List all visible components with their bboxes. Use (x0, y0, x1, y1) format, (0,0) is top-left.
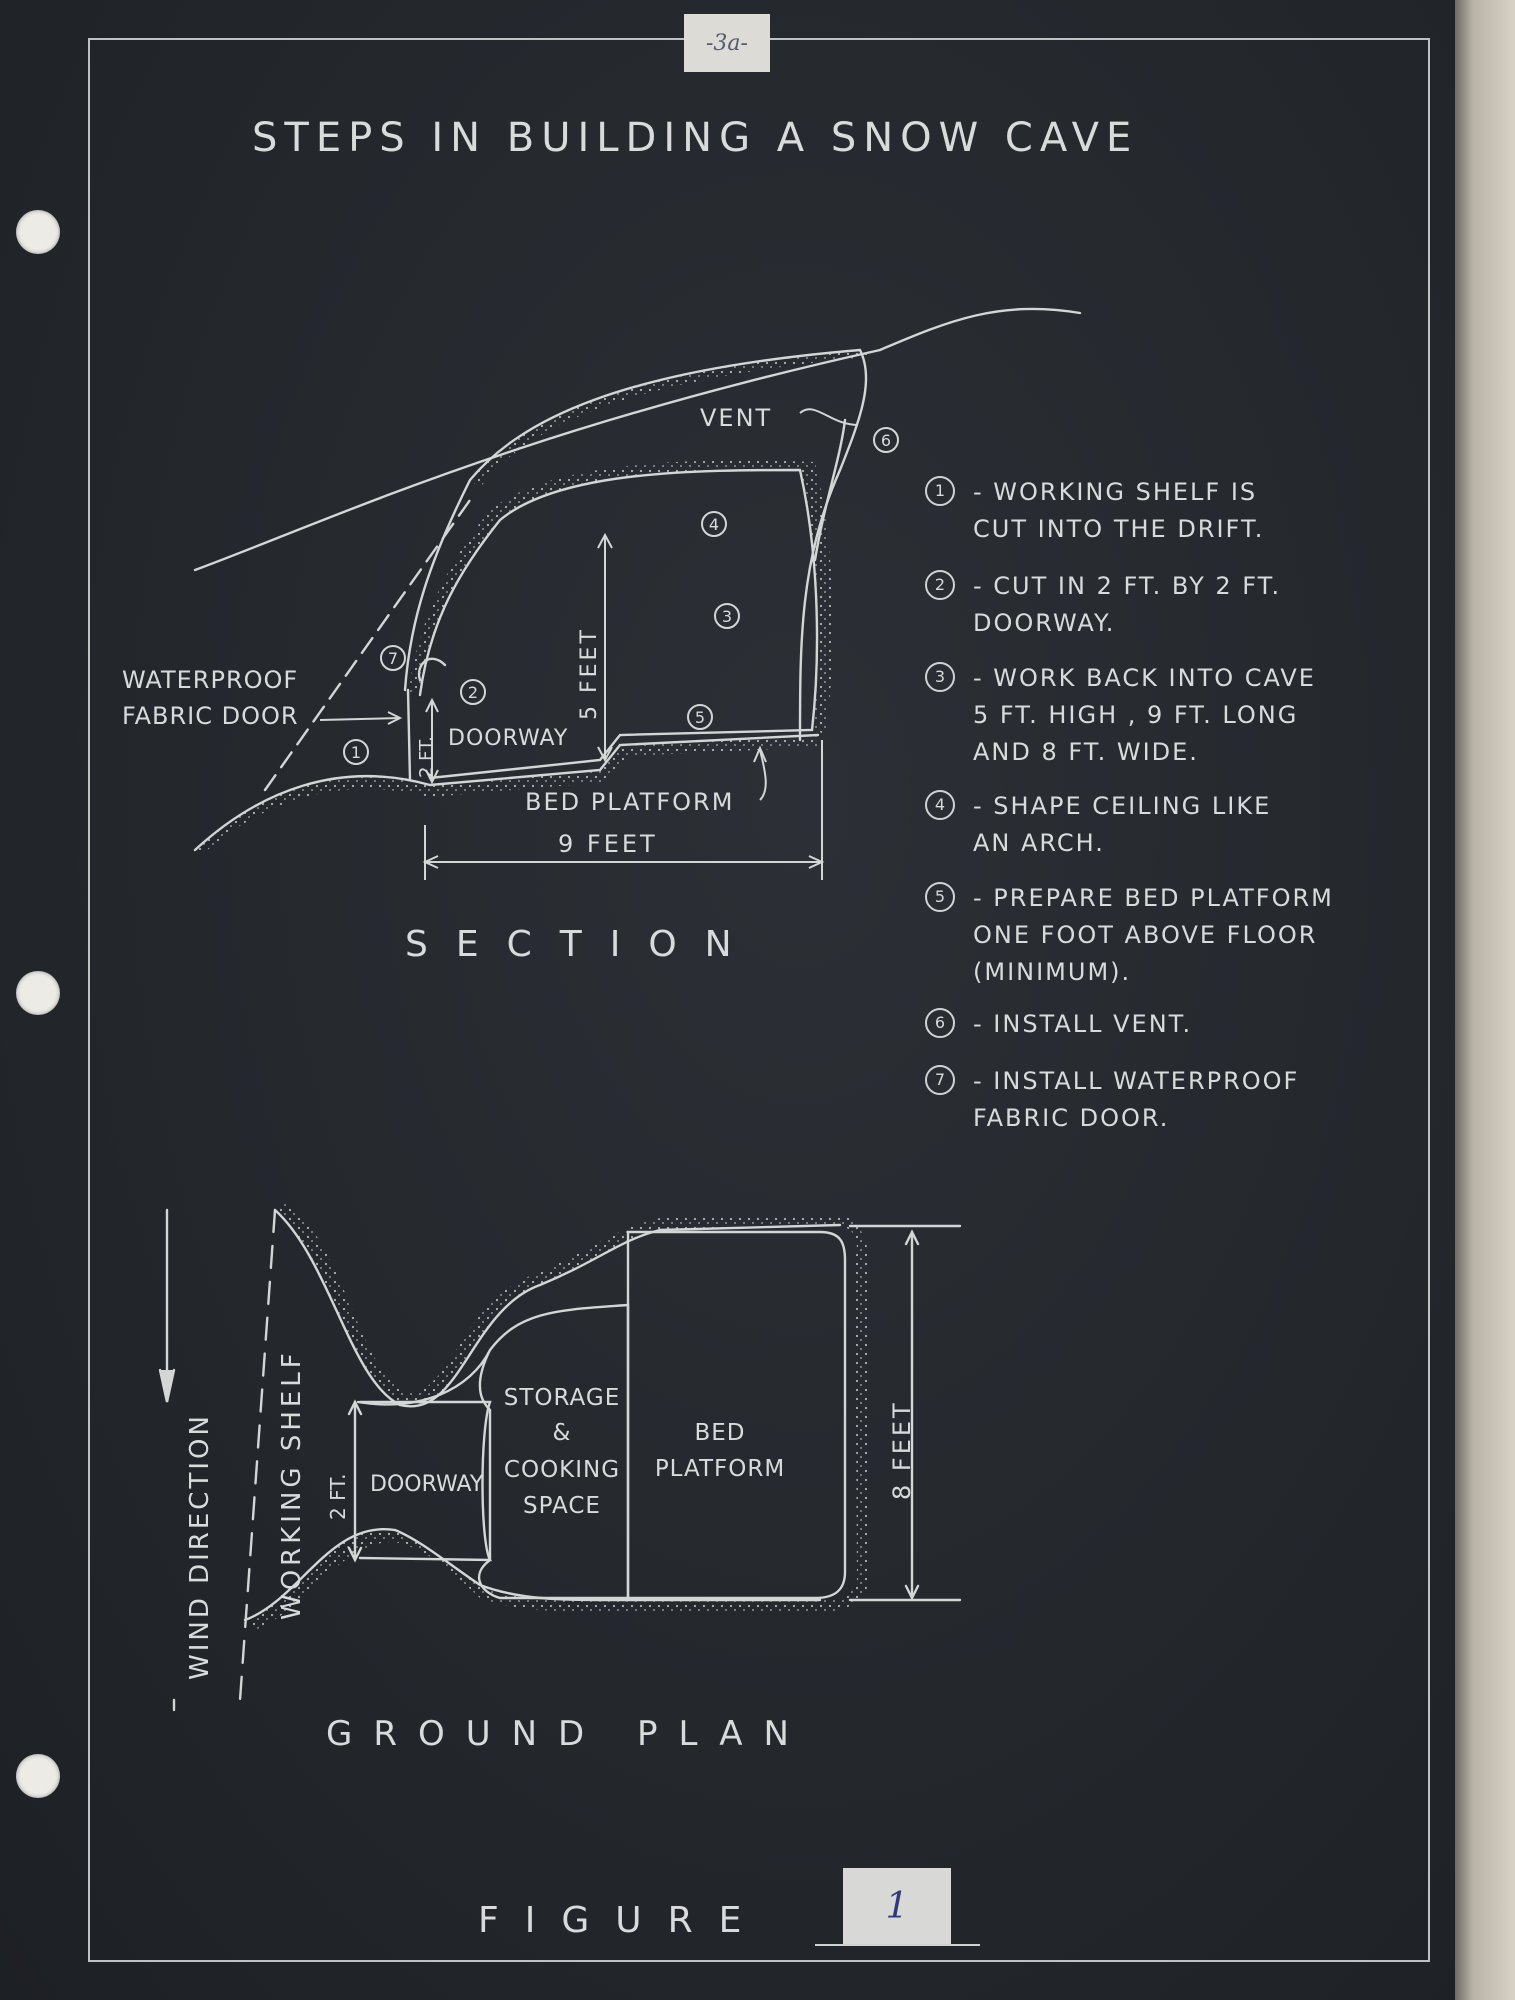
blackboard-sheet (0, 0, 1455, 2000)
doorway-plan-label: DOORWAY (370, 1472, 484, 1497)
five-feet-label: 5 FEET (577, 627, 602, 720)
ground-plan-diagram: WIND DIRECTION WORKING SHELF 2 FT. DOORW… (158, 1202, 962, 1712)
svg-text:2: 2 (468, 683, 478, 702)
marker-4 (701, 511, 727, 537)
step-item: 2 - CUT IN 2 FT. BY 2 FT. DOORWAY. (925, 568, 1405, 648)
marker-5 (687, 704, 713, 730)
step-number: 1 (925, 476, 955, 506)
step-text: - INSTALL VENT. (973, 1010, 1193, 1038)
nine-feet-label: 9 FEET (558, 830, 658, 858)
marker-6 (873, 427, 899, 453)
svg-text:&: & (553, 1420, 572, 1446)
step-number: 4 (925, 790, 955, 820)
svg-text:1: 1 (351, 743, 361, 762)
storage-label: STORAGE (504, 1385, 621, 1411)
step-text: - CUT IN 2 FT. BY 2 FT. DOORWAY. (973, 572, 1282, 637)
step-text: - WORK BACK INTO CAVE 5 FT. HIGH , 9 FT.… (973, 664, 1316, 766)
punch-hole-bottom (16, 1754, 60, 1798)
svg-text:4: 4 (709, 515, 719, 534)
step-number: 6 (925, 1008, 955, 1038)
section-diagram: 1 2 3 4 5 6 7 VENT DOORWAY BED PLATFORM … (193, 307, 1082, 880)
punch-hole-top (16, 210, 60, 254)
eight-feet-label: 8 FEET (888, 1400, 916, 1500)
page-tag: -3a- (684, 14, 770, 72)
step-text: - WORKING SHELF IS CUT INTO THE DRIFT. (973, 478, 1265, 543)
bed-platform-label: BED PLATFORM (525, 788, 734, 816)
marker-1 (343, 739, 369, 765)
figure-underline (815, 1944, 980, 1946)
paper-edge (1455, 0, 1515, 2000)
step-item: 3 - WORK BACK INTO CAVE 5 FT. HIGH , 9 F… (925, 660, 1405, 775)
step-number: 2 (925, 570, 955, 600)
plan-outer-wall-top (273, 1208, 842, 1408)
step-item: 6 - INSTALL VENT. (925, 1006, 1405, 1046)
svg-text:5: 5 (695, 708, 705, 727)
waterproof-door-label: WATERPROOF FABRIC DOOR (122, 666, 299, 730)
figure-number: 1 (843, 1868, 951, 1944)
step-item: 1 - WORKING SHELF IS CUT INTO THE DRIFT. (925, 474, 1405, 554)
vent-label: VENT (700, 404, 772, 432)
marker-2 (460, 679, 486, 705)
step-text: - INSTALL WATERPROOF FABRIC DOOR. (973, 1067, 1300, 1132)
svg-text:6: 6 (881, 431, 891, 450)
svg-text:3: 3 (722, 607, 732, 626)
two-ft-plan-label: 2 FT. (326, 1474, 350, 1520)
marker-3 (714, 603, 740, 629)
diagram-title: STEPS IN BUILDING A SNOW CAVE (252, 115, 1139, 161)
svg-text:PLATFORM: PLATFORM (655, 1456, 785, 1482)
working-shelf-edge (238, 1208, 277, 1702)
step-number: 3 (925, 662, 955, 692)
storage-room-outline (356, 1303, 630, 1600)
svg-text:7: 7 (388, 649, 398, 668)
two-ft-label: 2 FT. (416, 736, 437, 778)
step-text: - SHAPE CEILING LIKE AN ARCH. (973, 792, 1272, 857)
doorway-label: DOORWAY (448, 726, 568, 751)
step-item: 4 - SHAPE CEILING LIKE AN ARCH. (925, 788, 1405, 868)
step-number: 5 (925, 882, 955, 912)
punch-hole-middle (16, 971, 60, 1015)
figure-label: FIGURE (478, 1900, 768, 1941)
doorway-passage (358, 1400, 492, 1562)
section-caption: SECTION (405, 924, 760, 965)
drift-surface-left (193, 348, 882, 572)
step-number: 7 (925, 1065, 955, 1095)
wind-direction-label: WIND DIRECTION (185, 1413, 215, 1680)
cave-inner-wall (418, 468, 819, 780)
fabric-door (406, 688, 412, 782)
bed-platform-leader (759, 749, 767, 801)
working-shelf-label: WORKING SHELF (277, 1349, 307, 1620)
bed-platform-outline (626, 1230, 847, 1600)
svg-text:SPACE: SPACE (523, 1493, 601, 1519)
step-item: 5 - PREPARE BED PLATFORM ONE FOOT ABOVE … (925, 880, 1405, 995)
step-item: 7 - INSTALL WATERPROOF FABRIC DOOR. (925, 1063, 1405, 1143)
step-text: - PREPARE BED PLATFORM ONE FOOT ABOVE FL… (973, 884, 1334, 986)
bed-platform-plan-label: BED (694, 1420, 745, 1446)
svg-text:COOKING: COOKING (504, 1457, 620, 1483)
drift-surface-right (878, 307, 1082, 352)
original-drift-line (263, 498, 472, 792)
ground-plan-caption: GROUND PLAN (326, 1714, 810, 1754)
marker-7 (380, 645, 406, 671)
